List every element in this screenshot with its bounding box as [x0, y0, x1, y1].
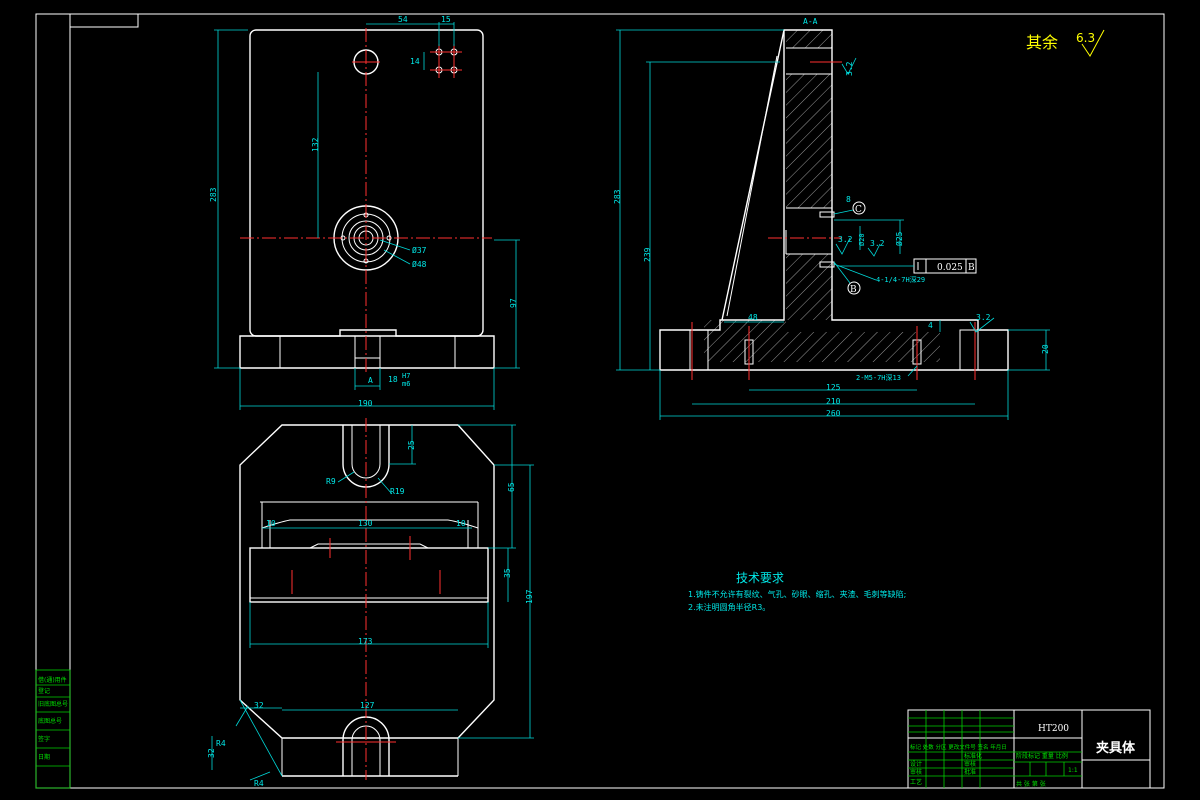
stamp-label: 旧底图总号 — [38, 700, 68, 708]
top-dim-197: 197 — [525, 589, 534, 604]
top-dim-10-right: 10 — [456, 519, 466, 528]
tolerance-frame: 0.025 B — [838, 258, 977, 274]
top-dim-127: 127 — [360, 701, 375, 710]
tb-left-label: 工艺 — [910, 778, 922, 786]
roughness-prefix: 其余 — [1026, 33, 1058, 52]
dim-54: 54 — [398, 15, 408, 24]
sec-dim-260: 260 — [826, 409, 841, 418]
tech-req-item: 1.铸件不允许有裂纹、气孔、砂眼、缩孔、夹渣、毛刺等缺陷; — [688, 589, 906, 599]
surface-roughness-note: 其余 6.3 — [1026, 29, 1105, 57]
tb-bottom-row: 共 张 第 张 — [1016, 780, 1046, 788]
top-dim-173: 173 — [358, 637, 373, 646]
tb-material: HT200 — [1038, 724, 1069, 734]
dim-18: 18 — [388, 375, 398, 384]
roughness-value: 3.2 — [845, 61, 854, 76]
thread-note-4: 4-1/4-7H深29 — [876, 275, 925, 284]
roughness-main-value: 6.3 — [1076, 31, 1095, 45]
roughness-value: 3.2 — [870, 239, 885, 248]
tb-left-label: 设计 — [910, 760, 922, 768]
tb-stage-row: 阶段标记 重量 比例 — [1016, 752, 1068, 760]
top-dim-r4-upper: R4 — [216, 739, 226, 748]
top-rib-block — [249, 547, 489, 603]
section-label: A-A — [803, 17, 818, 26]
datum-c — [852, 201, 866, 215]
sec-dim-210: 210 — [826, 397, 841, 406]
fit-h7: H7 — [402, 372, 410, 380]
tb-scale: 1:1 — [1068, 767, 1078, 774]
top-dim-r19: R19 — [390, 487, 405, 496]
tb-header-row: 标记 处数 分区 更改文件号 签名 年月日 — [910, 743, 1007, 751]
dim-14: 14 — [410, 57, 420, 66]
sec-dim-4: 4 — [928, 321, 933, 330]
top-dim-r9: R9 — [326, 477, 336, 486]
drawing-frame — [69, 13, 1165, 789]
top-dim-130: 130 — [358, 519, 373, 528]
front-base-outline — [239, 329, 495, 369]
stamp-label: 底图总号 — [38, 717, 62, 725]
top-dim-35: 35 — [503, 568, 512, 578]
roughness-value: 3.2 — [838, 235, 853, 244]
top-dim-65: 65 — [507, 482, 516, 492]
sec-dim-125: 125 — [826, 383, 841, 392]
side-stamp: 借(通)用件 登记 旧底图总号 底图总号 签字 日期 — [35, 669, 71, 789]
title-block: 标记 处数 分区 更改文件号 签名 年月日 阶段标记 重量 比例 共 张 第 张… — [907, 709, 1151, 789]
dim-132: 132 — [311, 137, 320, 152]
roughness-symbol — [1081, 29, 1105, 57]
tolerance-value: 0.025 — [937, 263, 963, 273]
sheet-border — [35, 13, 1165, 789]
dim-97: 97 — [509, 298, 518, 308]
section-view: A-A 283 239 — [613, 17, 1050, 420]
tb-part-name: 夹具体 — [1096, 740, 1136, 756]
view-marker-a: A — [368, 376, 373, 385]
dim-dia37: Ø37 — [412, 245, 427, 255]
sec-dim-20: 20 — [1041, 344, 1050, 354]
tb-mid-label: 标准化 — [964, 752, 982, 760]
stamp-label: 借(通)用件 — [38, 676, 67, 684]
sec-dim-dia25: Ø25 — [894, 231, 904, 246]
datum-c-label: C — [855, 205, 862, 215]
stamp-label: 登记 — [38, 687, 50, 695]
thread-note-2: 2-M5-7H深13 — [856, 373, 901, 382]
tolerance-datum: B — [968, 263, 975, 273]
sec-dim-8: 8 — [846, 195, 851, 204]
dim-190: 190 — [358, 399, 373, 408]
dim-283: 283 — [209, 187, 218, 202]
tech-req-title: 技术要求 — [736, 571, 784, 585]
top-plate-outline — [239, 424, 495, 739]
datum-b-label: B — [850, 285, 857, 295]
corner-code-box — [69, 13, 139, 28]
top-dim-r4-lower: R4 — [254, 779, 264, 788]
front-view: 54 15 14 132 283 Ø37 Ø48 97 A 18 H7 m6 1… — [209, 15, 520, 410]
top-view: 25 R9 R19 65 10 130 10 35 197 173 32 127… — [207, 418, 534, 788]
fit-m6: m6 — [402, 380, 410, 388]
stamp-label: 签字 — [38, 735, 50, 743]
roughness-mark — [841, 57, 857, 75]
section-outline — [659, 29, 1009, 371]
top-dim-32-horizontal: 32 — [254, 701, 264, 710]
sec-dim-239: 239 — [643, 247, 652, 262]
top-dim-10-left: 10 — [266, 519, 276, 528]
datum-b — [847, 281, 861, 295]
tb-mid-label: 审核 — [964, 760, 976, 768]
top-dim-32-vertical: 32 — [207, 748, 216, 758]
dim-dia48: Ø48 — [412, 259, 427, 269]
tb-mid-label: 批准 — [964, 768, 976, 776]
sec-dim-dia20: Ø20 — [858, 233, 866, 246]
stamp-label: 日期 — [38, 753, 50, 761]
sec-dim-283: 283 — [613, 189, 622, 204]
top-dim-25: 25 — [407, 440, 416, 450]
roughness-value: 3.2 — [976, 313, 991, 322]
sec-dim-48: 48 — [748, 313, 758, 322]
dim-15: 15 — [441, 15, 451, 24]
technical-requirements: 技术要求 1.铸件不允许有裂纹、气孔、砂眼、缩孔、夹渣、毛刺等缺陷; 2.未注明… — [688, 571, 906, 612]
tb-left-label: 审核 — [910, 768, 922, 776]
tech-req-item: 2.未注明圆角半径R3。 — [688, 602, 770, 612]
